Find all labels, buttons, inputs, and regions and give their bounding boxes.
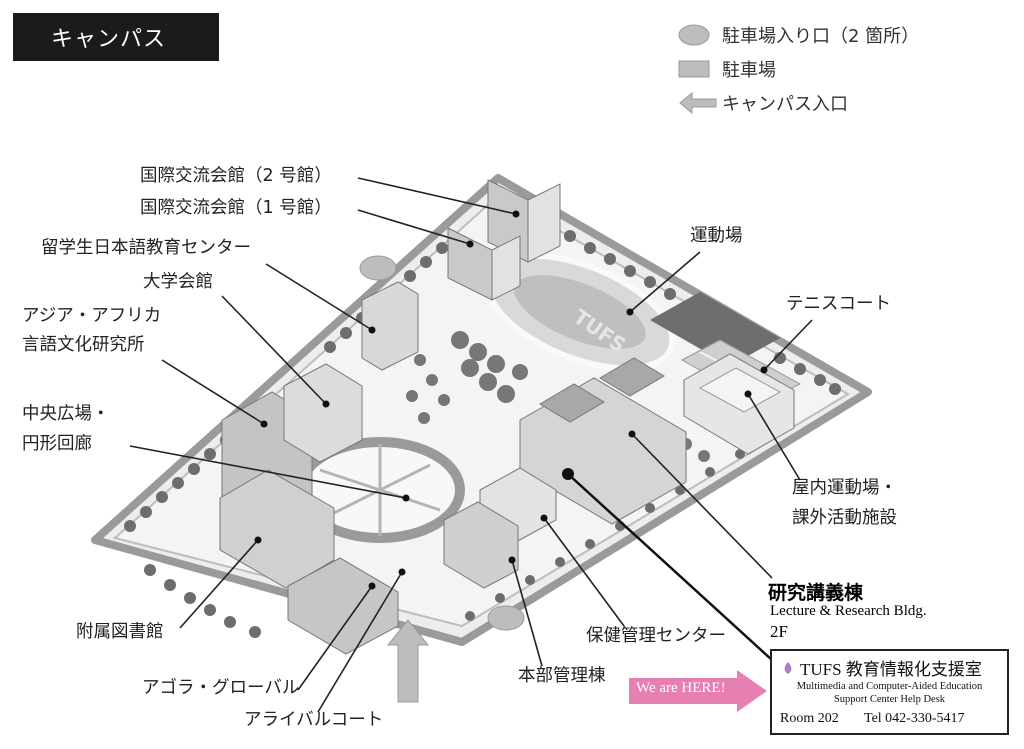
label-field: 運動場	[690, 226, 743, 246]
help-desk-name-row: TUFS 教育情報化支援室	[780, 655, 982, 680]
label-intl-hall-1: 国際交流会館（1 号館）	[140, 198, 332, 218]
help-desk-name: TUFS 教育情報化支援室	[800, 660, 982, 679]
campus-entrance-arrow	[386, 619, 430, 703]
label-tennis: テニスコート	[786, 294, 891, 314]
leader-lines	[129, 177, 813, 713]
buildings	[219, 179, 795, 655]
label-central-plaza-line2: 円形回廊	[22, 434, 92, 454]
parking-lot-icon	[678, 60, 710, 78]
central-plaza	[295, 437, 465, 543]
legend-entrance-label: 駐車場入り口（2 箇所）	[722, 26, 920, 47]
label-gym-line2: 課外活動施設	[792, 508, 897, 528]
help-desk-tel: Tel 042-330-5417	[864, 711, 965, 726]
label-library: 附属図書館	[76, 622, 164, 642]
here-label: We are HERE!	[636, 680, 726, 696]
legend-parking: 駐車場	[678, 54, 776, 84]
campus-entrance-arrow-icon	[679, 91, 717, 115]
sports-field: TUFS	[484, 252, 676, 372]
target-building-name-en: Lecture & Research Bldg.	[770, 603, 927, 619]
legend-campus-entrance: キャンパス入口	[678, 88, 848, 118]
legend-campus-entrance-label: キャンパス入口	[722, 94, 848, 115]
map-title-box: キャンパス	[13, 13, 219, 61]
label-university-hall: 大学会館	[143, 272, 213, 292]
label-japanese-center: 留学生日本語教育センター	[41, 238, 251, 258]
label-aa-institute-line1: アジア・アフリカ	[22, 306, 162, 326]
help-desk-subtitle-2: Support Center Help Desk	[833, 694, 946, 705]
label-admin: 本部管理棟	[518, 666, 606, 686]
tufs-logo-icon	[784, 661, 792, 674]
label-central-plaza-line1: 中央広場・	[22, 404, 110, 424]
label-health-center: 保健管理センター	[586, 626, 726, 646]
target-building-name-jp: 研究講義棟	[768, 582, 864, 604]
label-intl-hall-2: 国際交流会館（2 号館）	[140, 166, 332, 186]
leader-dots	[254, 210, 768, 590]
legend-parking-label: 駐車場	[722, 60, 776, 81]
help-desk-room: Room 202	[780, 711, 839, 726]
label-gym-line1: 屋内運動場・	[792, 478, 897, 498]
help-desk-box: TUFS 教育情報化支援室 Multimedia and Computer-Ai…	[770, 649, 1009, 735]
parking-entrance-icon	[678, 24, 710, 46]
label-agora: アゴラ・グローバル	[142, 678, 300, 698]
label-arrival-court: アライバルコート	[244, 710, 384, 730]
label-aa-institute-line2: 言語文化研究所	[22, 335, 145, 355]
parking-entrance-south	[487, 605, 525, 631]
parking-entrance-north	[359, 255, 397, 281]
here-arrow-icon	[629, 670, 767, 712]
help-desk-subtitle-1: Multimedia and Computer-Aided Education	[796, 681, 983, 692]
legend-entrance: 駐車場入り口（2 箇所）	[678, 20, 919, 50]
target-building-floor: 2F	[770, 622, 788, 641]
map-title: キャンパス	[51, 27, 167, 52]
